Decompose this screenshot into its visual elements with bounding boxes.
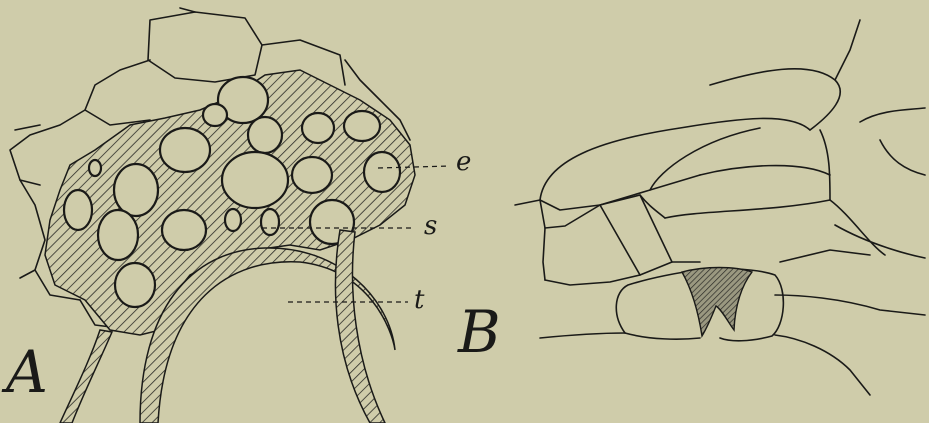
panel-label-a: A bbox=[1, 338, 48, 406]
panel-label-b: B bbox=[457, 298, 501, 366]
callout-s: s bbox=[424, 211, 437, 241]
callout-e: e bbox=[456, 147, 471, 177]
panel-b-drawing bbox=[515, 20, 925, 395]
panel-a-drawing bbox=[10, 8, 415, 423]
callout-t: t bbox=[414, 285, 425, 315]
